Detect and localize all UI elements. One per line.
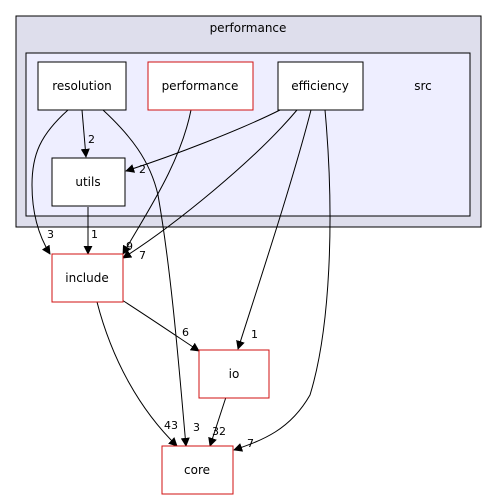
- edge-include-core: [96, 301, 178, 447]
- edge-label-include-io: 6: [182, 326, 189, 339]
- edge-label-performance-include: 9: [126, 240, 133, 253]
- edge-label-include-core: 43: [164, 419, 178, 432]
- edge-resolution-core: [102, 109, 190, 447]
- edge-label-efficiency-io: 1: [251, 328, 258, 341]
- edge-label-io-core: 32: [212, 425, 226, 438]
- edge-label-efficiency-utils: 2: [139, 163, 146, 176]
- cluster-src-title: src: [414, 79, 432, 93]
- node-io-box: [198, 349, 270, 399]
- edge-label-resolution-include: 3: [47, 228, 54, 241]
- node-efficiency[interactable]: efficiency: [277, 61, 364, 111]
- node-resolution-box: [37, 61, 127, 111]
- edge-efficiency-include: [122, 109, 298, 259]
- node-io-label: io: [229, 367, 240, 381]
- node-performance-box: [147, 61, 254, 111]
- edge-resolution-include: [31, 109, 69, 255]
- cluster-performance-title: performance: [210, 21, 287, 35]
- edge-label-utils-include: 1: [91, 228, 98, 241]
- node-performance[interactable]: performance: [147, 61, 254, 111]
- node-efficiency-label: efficiency: [291, 79, 349, 93]
- edge-labels: 2 3 3 9 2 7 1 7 1 6 43 32: [47, 133, 258, 450]
- edge-label-resolution-core: 3: [193, 421, 200, 434]
- edge-resolution-utils: [80, 109, 90, 158]
- node-utils-label: utils: [75, 175, 100, 189]
- node-resolution[interactable]: resolution: [37, 61, 127, 111]
- edge-label-resolution-utils: 2: [88, 133, 95, 146]
- node-include-box: [51, 253, 124, 303]
- node-utils[interactable]: utils: [51, 157, 126, 207]
- edge-label-efficiency-core: 7: [247, 437, 254, 450]
- edge-efficiency-utils: [125, 109, 281, 173]
- edge-efficiency-core: [233, 109, 331, 452]
- edge-efficiency-io: [236, 109, 312, 350]
- node-include-label: include: [65, 271, 108, 285]
- node-include[interactable]: include: [51, 253, 124, 303]
- node-core-label: core: [184, 463, 210, 477]
- node-resolution-label: resolution: [52, 79, 112, 93]
- edge-label-efficiency-include: 7: [139, 249, 146, 262]
- node-core-box: [161, 445, 234, 495]
- edge-io-core: [208, 396, 227, 447]
- edges: [31, 109, 331, 452]
- node-io[interactable]: io: [198, 349, 270, 399]
- node-core[interactable]: core: [161, 445, 234, 495]
- edge-include-io: [121, 299, 200, 352]
- node-performance-label: performance: [162, 79, 239, 93]
- node-efficiency-box: [277, 61, 364, 111]
- edge-performance-include: [122, 109, 192, 255]
- node-utils-box: [51, 157, 126, 207]
